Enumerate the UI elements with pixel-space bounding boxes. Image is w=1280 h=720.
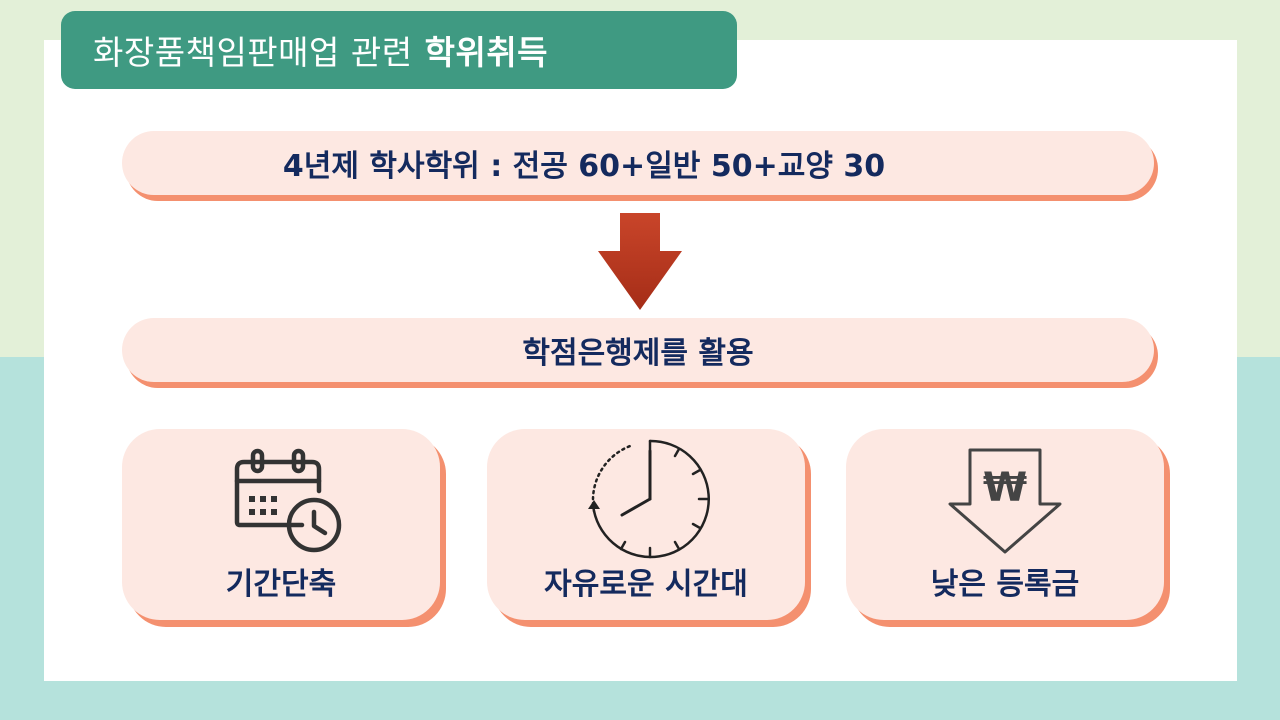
benefit-label-low-tuition: 낮은 등록금: [930, 567, 1080, 602]
benefit-label-flexible-time: 자유로운 시간대: [544, 567, 748, 602]
title-banner: 화장품책임판매업 관련 학위취득: [61, 11, 737, 89]
benefit-card-low-tuition: ₩ 낮은 등록금: [846, 429, 1164, 620]
won-symbol: ₩: [983, 465, 1027, 511]
down-arrow-icon: [598, 213, 682, 310]
benefit-card-flexible-time: 자유로운 시간대: [487, 429, 805, 620]
won-down-arrow-icon: ₩: [948, 448, 1062, 554]
benefit-label-shorter-period: 기간단축: [225, 567, 337, 602]
clock-icon: [588, 439, 710, 559]
title-highlight: 학위취득: [424, 33, 549, 72]
benefit-card-shorter-period: 기간단축: [122, 429, 440, 620]
credit-bank-text: 학점은행제를 활용: [522, 336, 754, 371]
title-prefix: 화장품책임판매업 관련: [93, 33, 413, 72]
degree-requirement-text: 4년제 학사학위 : 전공 60+일반 50+교양 30: [282, 149, 886, 184]
calendar-clock-icon: [234, 448, 342, 553]
credit-bank-pill: 학점은행제를 활용: [122, 318, 1154, 382]
degree-requirement-pill: 4년제 학사학위 : 전공 60+일반 50+교양 30: [122, 131, 1154, 195]
